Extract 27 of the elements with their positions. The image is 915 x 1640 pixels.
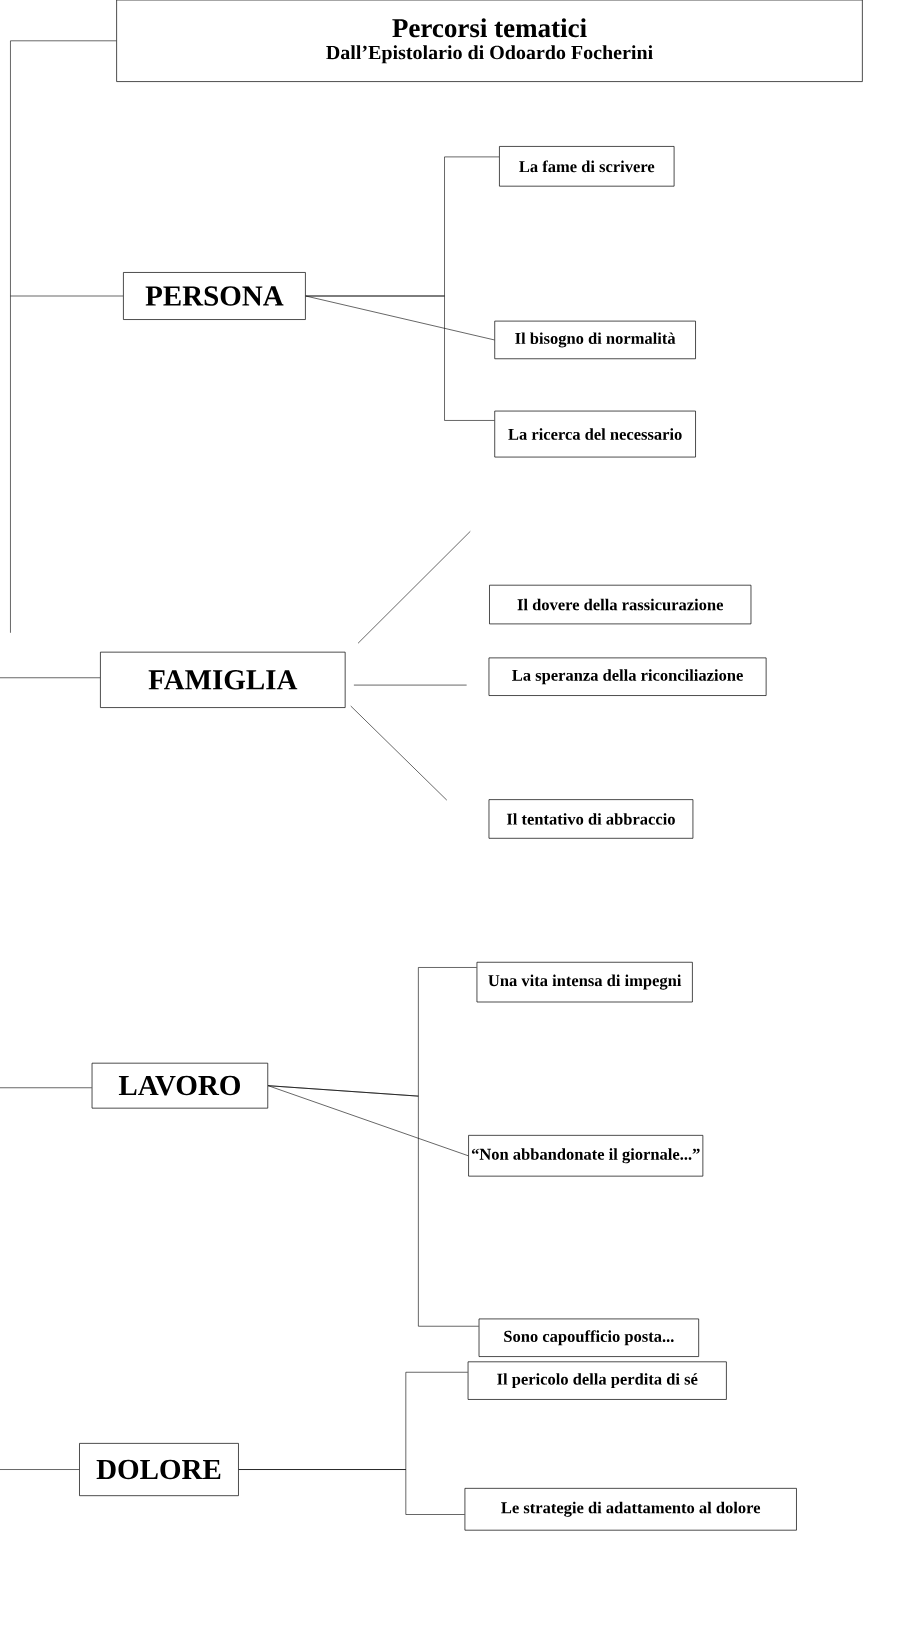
connector-line [0,1469,80,1470]
subtopic-box: La speranza della riconciliazione [488,657,767,696]
subtopic-box: Il dovere della rassicurazione [489,584,752,625]
subtopic-box: Il pericolo della perdita di sé [467,1361,727,1400]
subtopic-box: Il tentativo di abbraccio [488,799,694,839]
subtopic-box: Una vita intensa di impegni [476,961,693,1003]
connector-line [238,1469,465,1515]
subtopic-box: La ricerca del necessario [494,410,696,458]
connector-line [353,684,467,686]
connector-line [305,295,495,421]
subtopic-box: Le strategie di adattamento al dolore [464,1488,797,1531]
connector-line [10,40,124,634]
subtopic-box: Il bisogno di normalità [494,320,696,360]
connector-line [267,1085,469,1157]
topic-box: FAMIGLIA [100,651,346,708]
subtopic-box: Sono capoufficio posta... [478,1318,699,1357]
connector-line [350,705,447,801]
subtopic-box: La fame di scrivere [499,146,675,187]
topic-box: LAVORO [91,1062,269,1109]
topic-box: PERSONA [123,272,306,320]
connector-line [357,531,471,644]
connector-line [0,677,101,679]
topic-box: DOLORE [79,1443,239,1497]
connector-line [267,1085,479,1327]
title-box: Percorsi tematici Dall’Epistolario di Odoardo Focherini [116,0,863,82]
subtopic-box: “Non abbandonate il giornale...” [468,1135,704,1177]
connector-line [0,1087,92,1089]
